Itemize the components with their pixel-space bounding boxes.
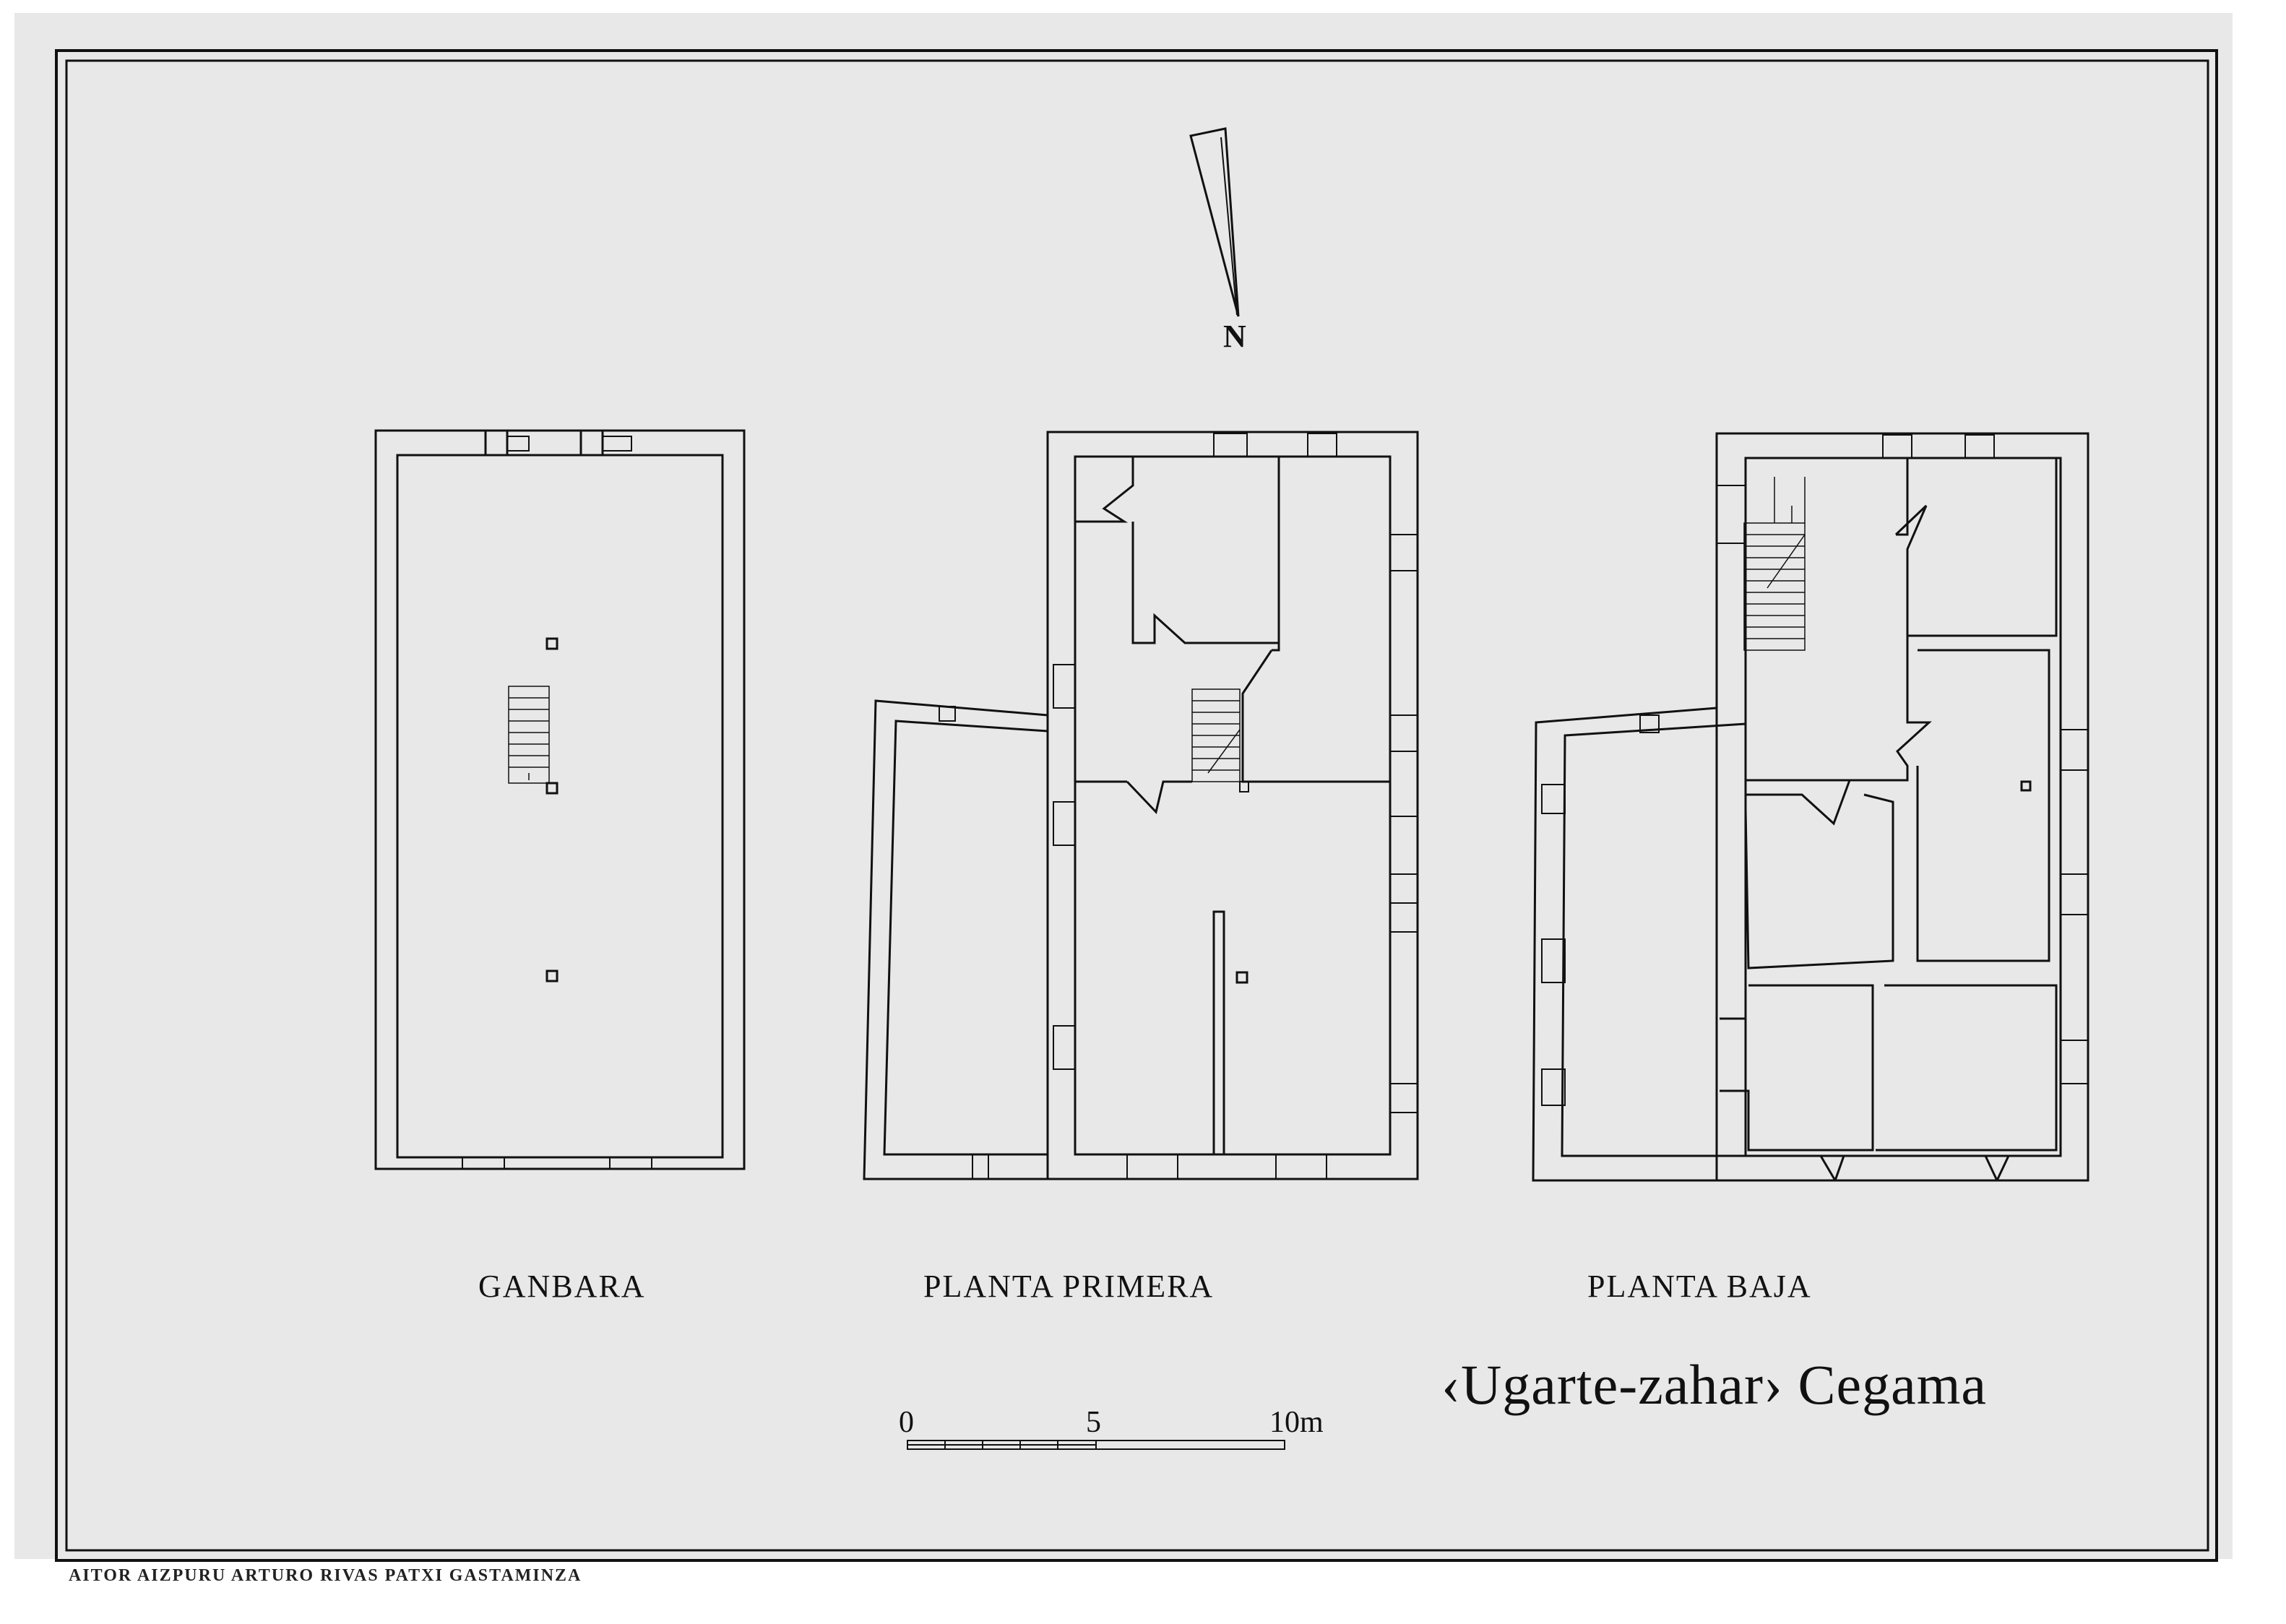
primera-window <box>972 1154 989 1180</box>
scale-label-mid: 5 <box>1086 1406 1101 1439</box>
north-arrow <box>1189 127 1240 317</box>
ganbara-inner-wall <box>396 454 724 1159</box>
project-title: ‹Ugarte-zahar› Cegama <box>1441 1353 1988 1416</box>
primera-window <box>1053 801 1076 846</box>
plan-ganbara <box>374 429 746 1170</box>
north-label: N <box>1223 319 1246 354</box>
primera-annex-outer <box>863 699 1049 1180</box>
outer-border <box>55 49 2218 1562</box>
primera-window <box>1389 1083 1418 1113</box>
inner-border <box>65 59 2209 1552</box>
baja-door <box>1996 1155 2010 1181</box>
baja-door <box>1819 1155 1837 1181</box>
ganbara-post <box>545 637 558 650</box>
primera-annex-inner <box>883 720 1049 1156</box>
baja-inner-wall <box>1744 457 2062 1157</box>
baja-partition <box>1916 649 2050 962</box>
primera-window <box>1389 534 1418 571</box>
baja-annex-outer <box>1532 707 1718 1182</box>
baja-window <box>1541 1068 1566 1106</box>
primera-window <box>1307 433 1337 457</box>
baja-partition <box>1894 458 2058 637</box>
primera-window <box>939 706 956 722</box>
scale-label-end: 10m <box>1269 1406 1324 1439</box>
baja-partition <box>1876 984 2058 1152</box>
baja-annex-inner <box>1561 722 1747 1157</box>
ganbara-outer-wall <box>374 429 746 1170</box>
primera-partition <box>1126 780 1192 815</box>
ganbara-window <box>602 436 632 452</box>
baja-door <box>1834 1155 1845 1181</box>
baja-window <box>2060 729 2089 771</box>
baja-stair <box>1743 477 1806 651</box>
baja-window <box>1882 434 1912 459</box>
ganbara-window <box>579 429 604 457</box>
primera-post <box>1235 971 1248 984</box>
primera-post <box>1239 781 1249 792</box>
primera-partition <box>1272 457 1280 652</box>
baja-post <box>2020 780 2032 792</box>
ganbara-stair <box>508 686 550 784</box>
plan-title-primera: PLANTA PRIMERA <box>923 1269 1215 1304</box>
baja-partition <box>1744 793 1894 969</box>
primera-window <box>1213 433 1248 457</box>
primera-inner-wall <box>1074 455 1392 1156</box>
primera-partition <box>1131 457 1280 644</box>
primera-stair <box>1191 688 1241 782</box>
plan-baja <box>1532 432 2089 1182</box>
primera-partition <box>1241 649 1390 783</box>
plan-primera <box>863 431 1419 1180</box>
baja-partition <box>1896 458 1909 536</box>
baja-partition <box>1746 779 1851 826</box>
credits: AITOR AIZPURU ARTURO RIVAS PATXI GASTAMI… <box>69 1566 582 1585</box>
primera-partition <box>1075 457 1134 523</box>
drawing-plate <box>14 13 2233 1559</box>
baja-window <box>1541 784 1566 814</box>
plan-title-ganbara: GANBARA <box>478 1269 646 1304</box>
primera-door <box>1275 1154 1327 1180</box>
scale-bar <box>907 1440 1285 1450</box>
plan-title-baja: PLANTA BAJA <box>1587 1269 1812 1304</box>
baja-door <box>1984 1155 1998 1181</box>
primera-outer-wall <box>1046 431 1419 1180</box>
ganbara-opening <box>504 1157 611 1170</box>
primera-window <box>1053 1025 1076 1070</box>
baja-outer-wall <box>1715 432 2089 1182</box>
baja-window <box>1716 485 1746 544</box>
baja-window <box>1964 434 1995 459</box>
baja-window <box>1639 714 1660 733</box>
primera-window <box>1389 902 1418 933</box>
ganbara-window <box>484 429 509 457</box>
ganbara-opening <box>609 1157 652 1170</box>
ganbara-window <box>506 436 530 452</box>
primera-window <box>1389 816 1418 875</box>
primera-window <box>1053 664 1076 709</box>
baja-partition <box>1720 990 1747 1020</box>
primera-door <box>1126 1154 1178 1180</box>
ganbara-post <box>545 782 558 795</box>
ganbara-opening <box>462 1157 505 1170</box>
baja-window <box>2060 1040 2089 1084</box>
primera-divider <box>1212 910 1225 1156</box>
ganbara-post <box>545 969 558 982</box>
primera-window <box>1389 714 1418 752</box>
scale-label-start: 0 <box>899 1406 914 1439</box>
baja-partition <box>1720 984 1874 1152</box>
baja-partition <box>1746 549 1932 782</box>
baja-window <box>2060 873 2089 915</box>
baja-window <box>1541 938 1566 983</box>
